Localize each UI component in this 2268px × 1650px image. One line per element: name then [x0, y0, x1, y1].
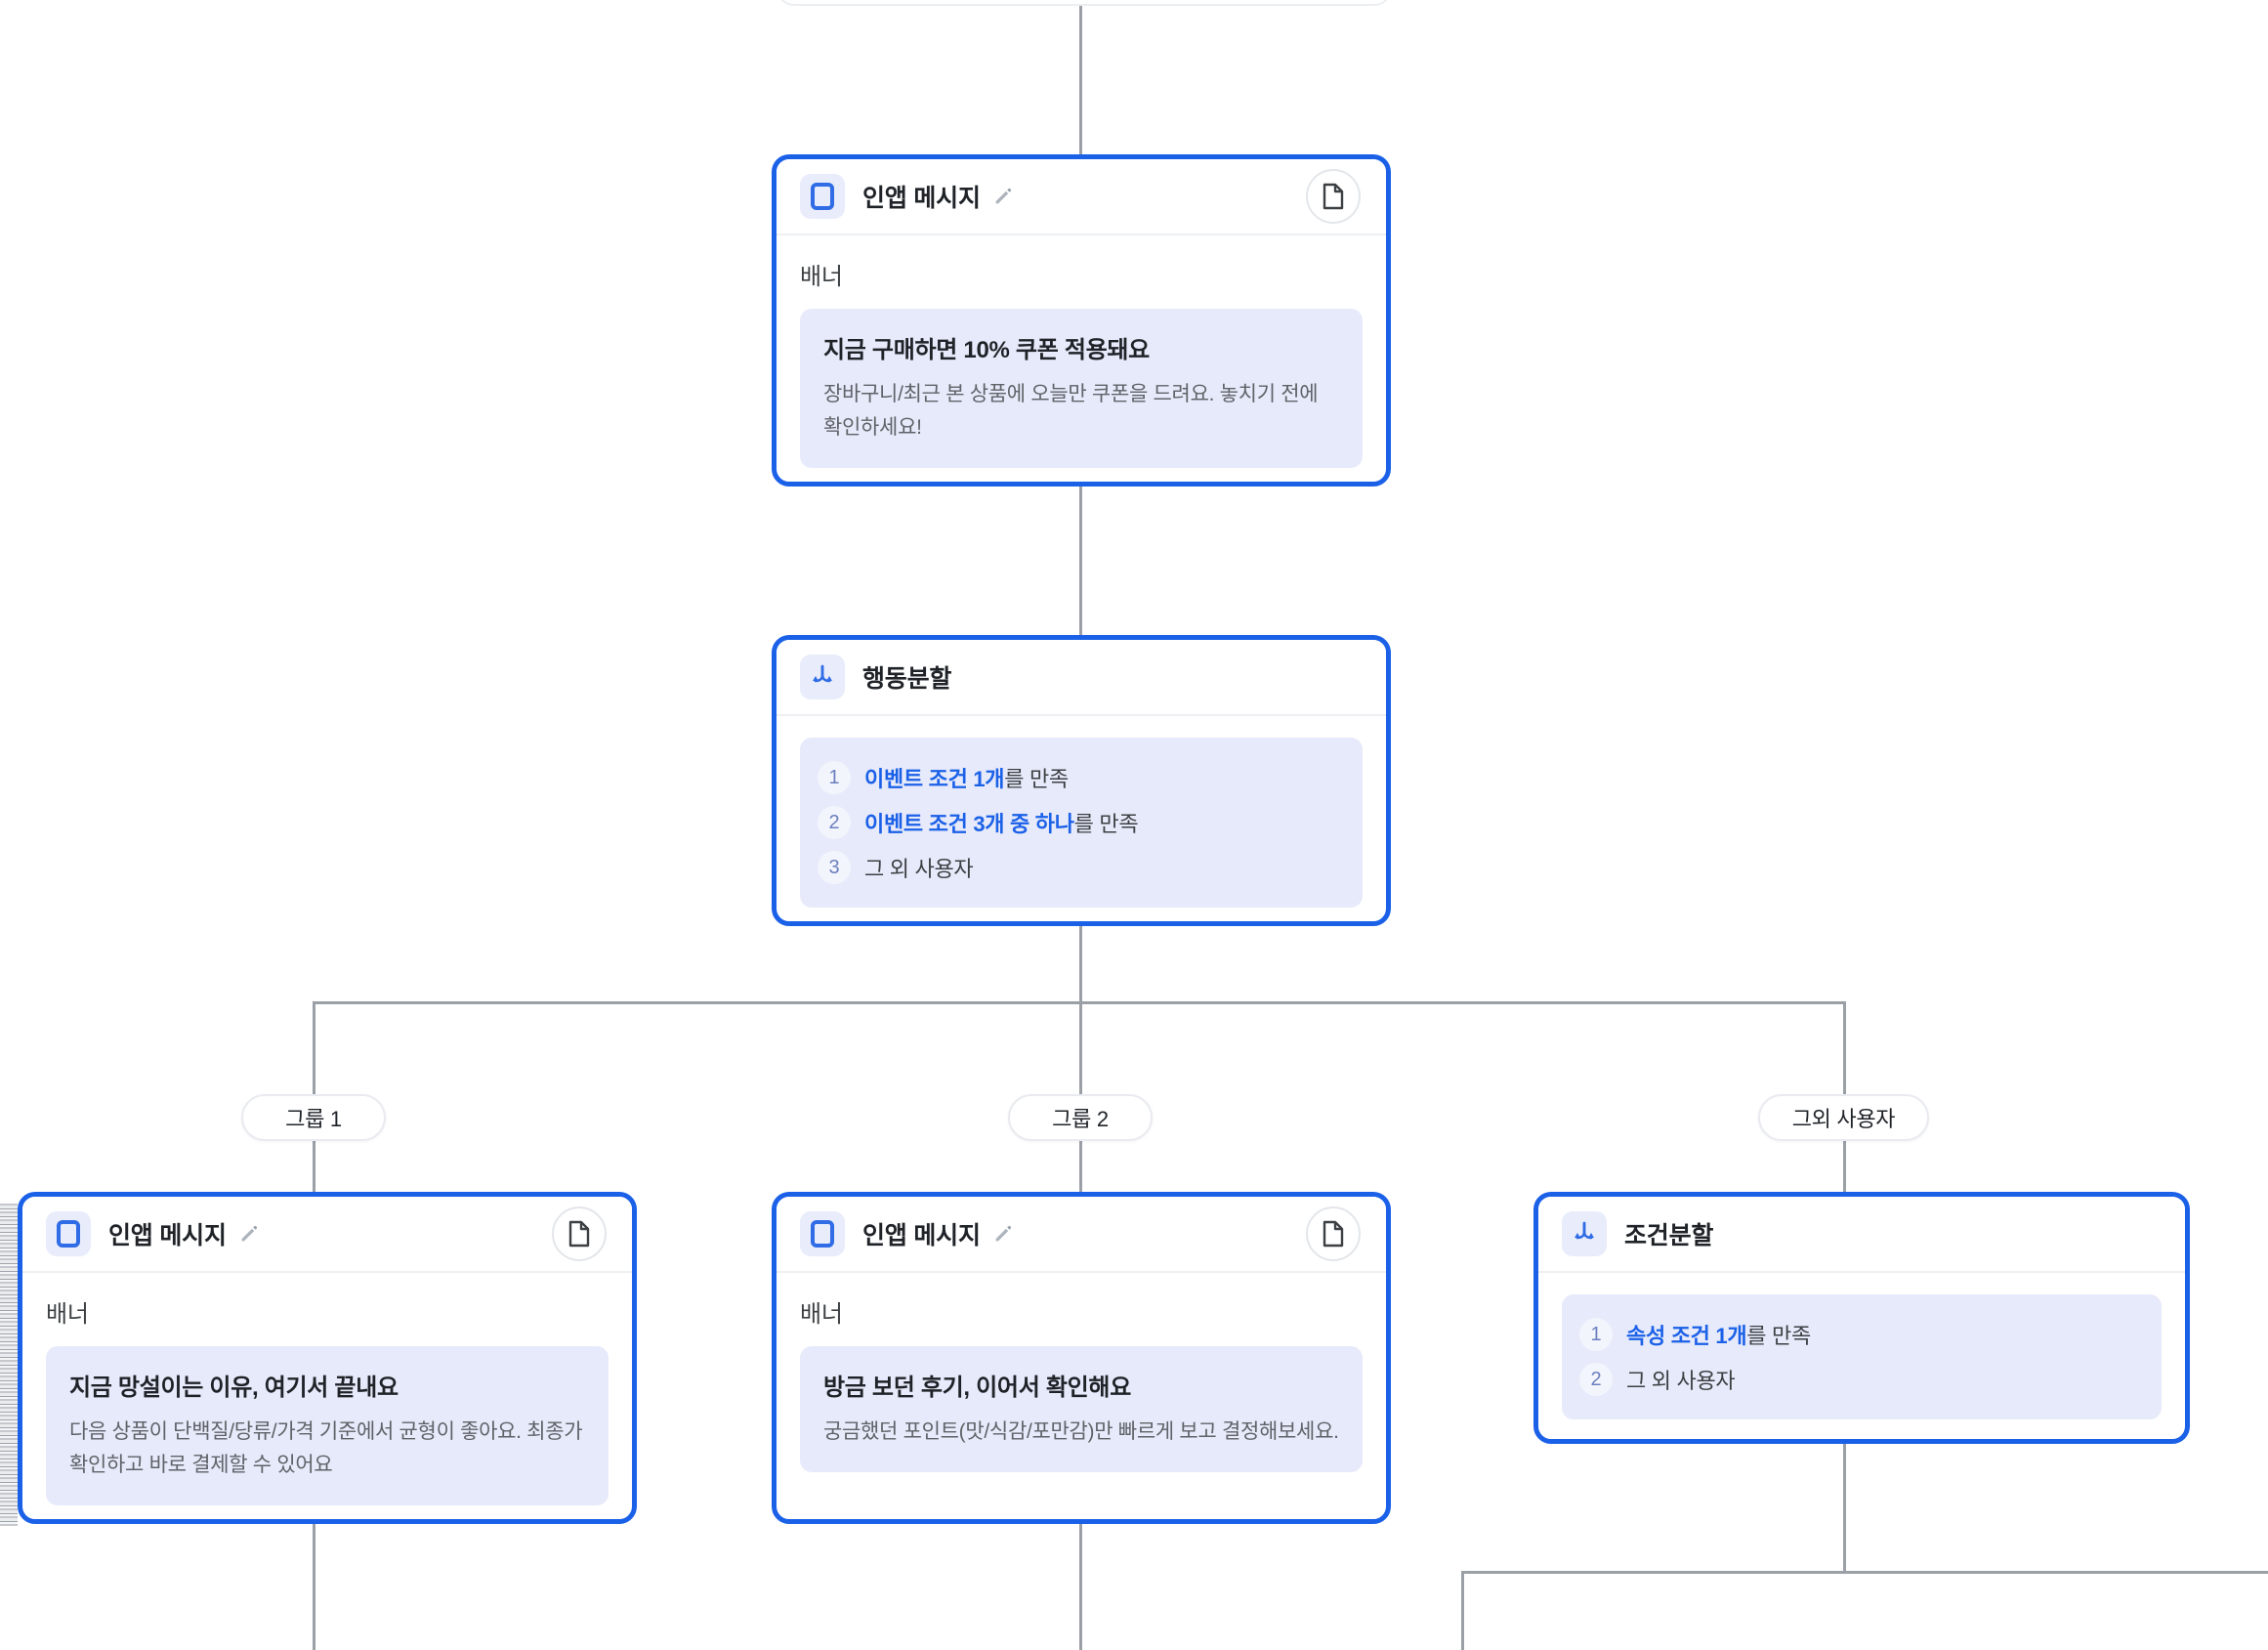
- mobile-phone-icon: [800, 1211, 845, 1256]
- message-title: 지금 구매하면 10% 쿠폰 적용돼요: [823, 337, 1150, 363]
- branch-label: 이벤트 조건 3개 중 하나를 만족: [864, 812, 1139, 836]
- edge-condition-bar: [1461, 1571, 2268, 1574]
- edge-branch-middle: [1079, 1001, 1082, 1099]
- mobile-phone-icon: [46, 1211, 91, 1256]
- branch-label: 그 외 사용자: [1626, 1369, 1736, 1393]
- document-icon-button[interactable]: [552, 1206, 607, 1261]
- branch-index: 2: [818, 806, 851, 839]
- node-body: 배너 지금 구매하면 10% 쿠폰 적용돼요 장바구니/최근 본 상품에 오늘만…: [777, 235, 1386, 482]
- branch-label: 이벤트 조건 1개를 만족: [864, 767, 1069, 791]
- message-preview-panel[interactable]: 지금 구매하면 10% 쿠폰 적용돼요 장바구니/최근 본 상품에 오늘만 쿠폰…: [800, 309, 1363, 469]
- split-arrows-icon: [800, 655, 845, 699]
- edge-condition-left: [1461, 1571, 1464, 1650]
- node-behavior-split[interactable]: 행동분할 1 이벤트 조건 1개를 만족 2 이벤트 조건 3개 중 하나를 만…: [772, 635, 1391, 926]
- edge-split-trunk: [1079, 926, 1082, 1004]
- edge-group1-down: [313, 1524, 315, 1650]
- branch-pill-group-2[interactable]: 그룹 2: [1008, 1094, 1153, 1141]
- node-type-label: 행동분할: [862, 665, 952, 693]
- node-body: 1 이벤트 조건 1개를 만족 2 이벤트 조건 3개 중 하나를 만족 3 그…: [777, 716, 1386, 921]
- branch-pill-other-users[interactable]: 그외 사용자: [1758, 1094, 1929, 1141]
- message-title: 방금 보던 후기, 이어서 확인해요: [823, 1375, 1131, 1401]
- node-body: 배너 지금 망설이는 이유, 여기서 끝내요 다음 상품이 단백질/당류/가격 …: [22, 1273, 632, 1519]
- node-header[interactable]: 조건분할: [1538, 1197, 2185, 1273]
- canvas-edge-artifact: [0, 1204, 18, 1526]
- node-header[interactable]: 행동분할: [777, 640, 1386, 716]
- split-branch-row[interactable]: 2 그 외 사용자: [1579, 1357, 2140, 1402]
- split-branch-list[interactable]: 1 속성 조건 1개를 만족 2 그 외 사용자: [1562, 1294, 2162, 1419]
- node-body: 배너 방금 보던 후기, 이어서 확인해요 궁금했던 포인트(맛/식감/포만감)…: [777, 1273, 1386, 1498]
- split-arrows-icon: [1562, 1211, 1607, 1256]
- message-preview-panel[interactable]: 지금 망설이는 이유, 여기서 끝내요 다음 상품이 단백질/당류/가격 기준에…: [46, 1346, 609, 1506]
- edge-pill3-to-card: [1843, 1141, 1846, 1209]
- branch-pill-label: 그룹 2: [1052, 1107, 1109, 1131]
- node-condition-split[interactable]: 조건분할 1 속성 조건 1개를 만족 2 그 외 사용자: [1533, 1192, 2190, 1444]
- split-branch-row[interactable]: 1 이벤트 조건 1개를 만족: [818, 755, 1341, 800]
- branch-index: 1: [1579, 1318, 1613, 1351]
- branch-pill-group-1[interactable]: 그룹 1: [241, 1094, 386, 1141]
- branch-index: 1: [818, 761, 851, 794]
- edge-condition-trunk: [1843, 1444, 1846, 1571]
- branch-index: 2: [1579, 1363, 1613, 1396]
- node-header[interactable]: 인앱 메시지: [22, 1197, 632, 1273]
- node-inapp-message-top[interactable]: 인앱 메시지 배너 지금 구매하면 10% 쿠폰 적용돼요 장바구니/최근 본 …: [772, 154, 1391, 487]
- edge-pill1-to-card: [313, 1141, 315, 1209]
- message-kind-label: 배너: [800, 264, 843, 290]
- ghost-parent-node[interactable]: [777, 0, 1392, 6]
- node-type-label: 조건분할: [1624, 1222, 1714, 1249]
- edge-pill2-to-card: [1079, 1141, 1082, 1209]
- node-type-label: 인앱 메시지: [862, 1222, 981, 1249]
- split-branch-list[interactable]: 1 이벤트 조건 1개를 만족 2 이벤트 조건 3개 중 하나를 만족 3 그…: [800, 738, 1363, 908]
- node-body: 1 속성 조건 1개를 만족 2 그 외 사용자: [1538, 1273, 2185, 1439]
- edge-inapp-to-split: [1079, 481, 1082, 635]
- document-icon-button[interactable]: [1306, 1206, 1361, 1261]
- branch-label: 속성 조건 1개를 만족: [1626, 1324, 1811, 1348]
- message-description: 궁금했던 포인트(맛/식감/포만감)만 빠르게 보고 결정해보세요.: [823, 1420, 1339, 1443]
- edge-group2-down: [1079, 1524, 1082, 1650]
- message-title: 지금 망설이는 이유, 여기서 끝내요: [69, 1375, 399, 1401]
- node-type-label: 인앱 메시지: [862, 185, 981, 212]
- document-icon-button[interactable]: [1306, 169, 1361, 224]
- message-description: 다음 상품이 단백질/당류/가격 기준에서 균형이 좋아요. 최종가 확인하고 …: [69, 1420, 583, 1477]
- split-branch-row[interactable]: 2 이벤트 조건 3개 중 하나를 만족: [818, 800, 1341, 845]
- pencil-icon[interactable]: [238, 1223, 260, 1245]
- branch-index: 3: [818, 851, 851, 884]
- node-inapp-message-group2[interactable]: 인앱 메시지 배너 방금 보던 후기, 이어서 확인해요 궁금했던 포인트(맛/…: [772, 1192, 1391, 1524]
- message-kind-label: 배너: [46, 1301, 89, 1328]
- edge-branch-right: [1843, 1001, 1846, 1099]
- node-inapp-message-group1[interactable]: 인앱 메시지 배너 지금 망설이는 이유, 여기서 끝내요 다음 상품이 단백질…: [18, 1192, 637, 1524]
- branch-pill-label: 그룹 1: [285, 1107, 342, 1131]
- edge-branch-left: [313, 1001, 315, 1099]
- message-preview-panel[interactable]: 방금 보던 후기, 이어서 확인해요 궁금했던 포인트(맛/식감/포만감)만 빠…: [800, 1346, 1363, 1473]
- edge-top-to-inapp: [1079, 0, 1082, 156]
- mobile-phone-icon: [800, 174, 845, 219]
- split-branch-row[interactable]: 1 속성 조건 1개를 만족: [1579, 1312, 2140, 1357]
- message-kind-label: 배너: [800, 1301, 843, 1328]
- pencil-icon[interactable]: [992, 186, 1014, 207]
- node-header[interactable]: 인앱 메시지: [777, 1197, 1386, 1273]
- pencil-icon[interactable]: [992, 1223, 1014, 1245]
- node-type-label: 인앱 메시지: [108, 1222, 227, 1249]
- branch-pill-label: 그외 사용자: [1791, 1107, 1896, 1131]
- branch-label: 그 외 사용자: [864, 857, 974, 881]
- split-branch-row[interactable]: 3 그 외 사용자: [818, 845, 1341, 890]
- message-description: 장바구니/최근 본 상품에 오늘만 쿠폰을 드려요. 놓치기 전에 확인하세요!: [823, 383, 1319, 440]
- node-header[interactable]: 인앱 메시지: [777, 159, 1386, 235]
